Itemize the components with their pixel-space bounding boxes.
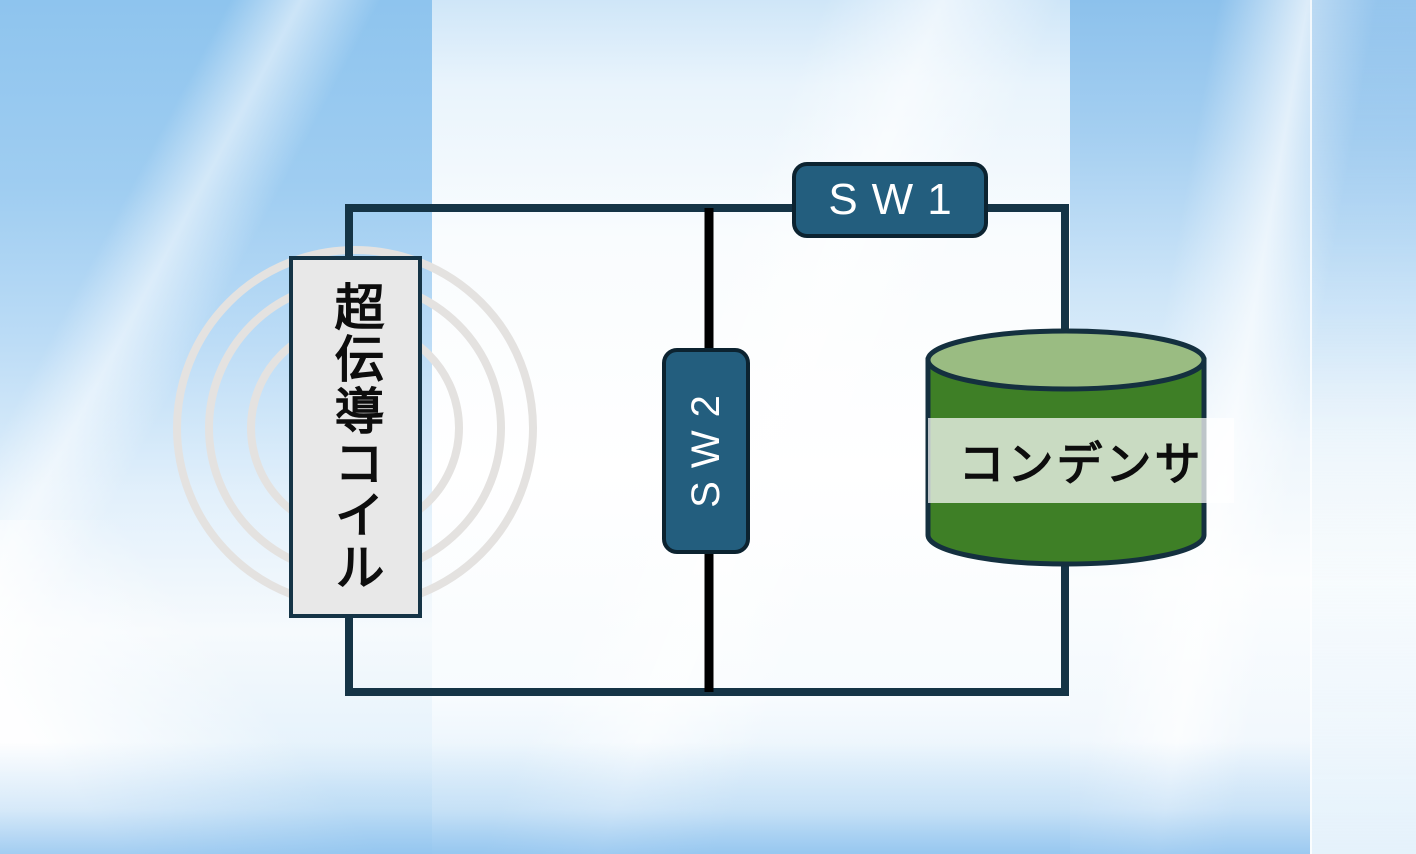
switch-sw1[interactable]: SW1 bbox=[792, 162, 988, 238]
coil-label-text: 超伝導コイル bbox=[327, 281, 384, 593]
coil-label-box: 超伝導コイル bbox=[289, 256, 422, 618]
switch-sw2[interactable]: SW2 bbox=[662, 348, 750, 554]
capacitor-label-text: コンデンサ bbox=[958, 437, 1204, 490]
capacitor-label-band: コンデンサ bbox=[928, 418, 1234, 503]
sw2-label: SW2 bbox=[683, 381, 728, 508]
sw1-label: SW1 bbox=[828, 175, 966, 224]
